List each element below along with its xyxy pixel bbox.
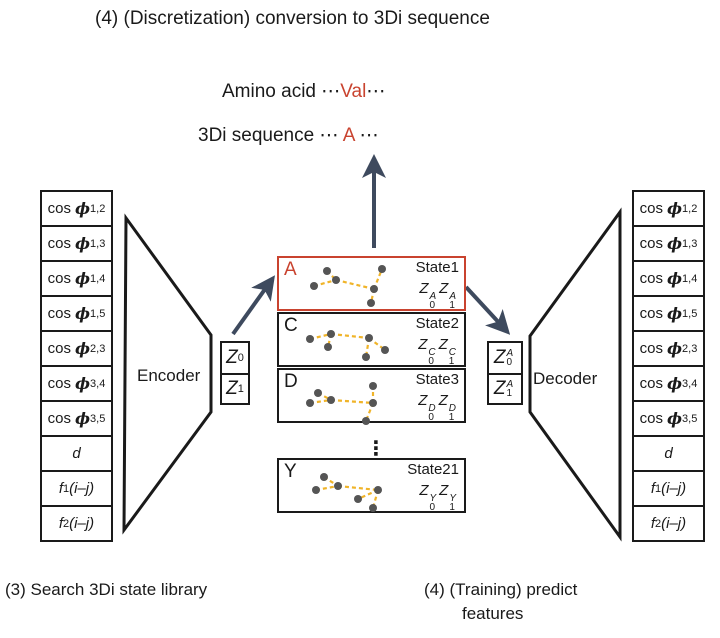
amino-acid-value: Val (340, 81, 367, 102)
state-letter: D (284, 371, 298, 392)
state-name: State1 (415, 259, 459, 276)
decoder-shape (528, 207, 622, 542)
amino-acid-label: Amino acid ⋯ (222, 81, 341, 102)
encoder-label: Encoder (137, 366, 201, 385)
state-letter: Y (284, 461, 297, 482)
threedi-sequence-line: 3Di sequence ⋯ A ⋯ (198, 124, 379, 147)
step4-label-line1: (4) (Training) predict (424, 580, 578, 599)
step3-label: (3) Search 3Di state library (5, 580, 208, 599)
diagram-title: (4) (Discretization) conversion to 3Di s… (95, 8, 490, 29)
encoder-shape (122, 213, 213, 535)
state-name: State3 (415, 371, 459, 388)
amino-acid-line: Amino acid ⋯Val⋯ (222, 80, 385, 103)
input-feature-cell: d (42, 437, 111, 472)
amino-acid-tail: ⋯ (366, 81, 386, 102)
state-name: State2 (415, 315, 459, 332)
step4-label-line2: features (462, 604, 524, 623)
arrow-to-state (231, 275, 275, 336)
state-name: State21 (407, 461, 459, 478)
more-states-ellipsis: ⋮ (366, 438, 386, 460)
state-letter: A (284, 259, 297, 280)
decoder-label: Decoder (533, 369, 598, 388)
threedi-tail: ⋯ (354, 125, 379, 146)
state-letter: C (284, 315, 298, 336)
threedi-value: A (342, 125, 355, 146)
threedi-label: 3Di sequence ⋯ (198, 125, 343, 146)
output-feature-cell: d (634, 437, 703, 472)
arrow-to-decoder (464, 285, 511, 335)
